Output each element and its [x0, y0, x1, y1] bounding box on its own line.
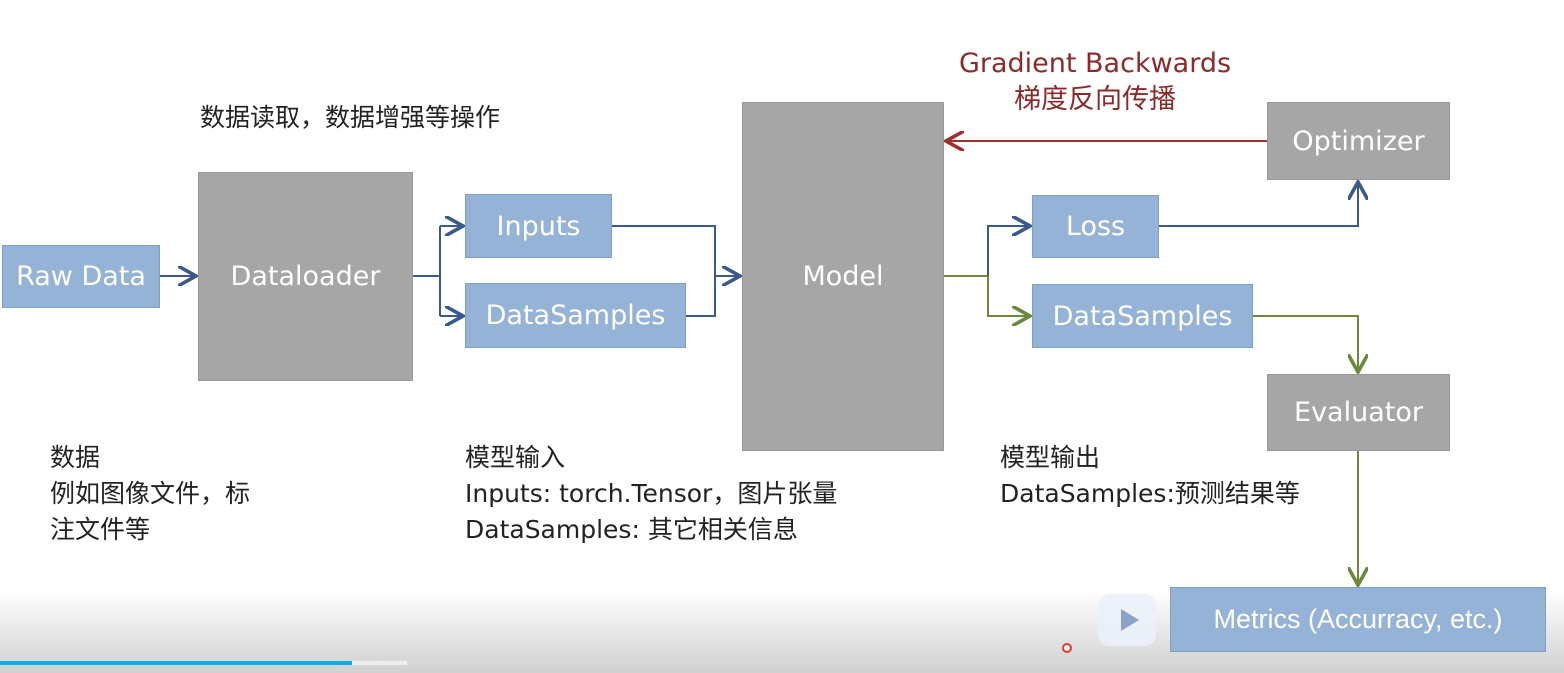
dataloader-box: Dataloader [198, 172, 413, 381]
dataloader-note: 数据读取，数据增强等操作 [200, 103, 501, 132]
gradient-label-en: Gradient Backwards [958, 48, 1232, 79]
datasamples-output-box: DataSamples [1032, 284, 1253, 348]
progress-marker[interactable] [1062, 643, 1072, 653]
data-note: 数据例如图像文件，标注文件等 [50, 443, 251, 544]
play-icon[interactable] [1098, 594, 1156, 646]
progress-bar[interactable] [0, 661, 1564, 665]
metrics-box: Metrics (Accurracy, etc.) [1170, 587, 1546, 652]
evaluator-box: Evaluator [1267, 374, 1450, 451]
loss-box: Loss [1032, 195, 1159, 258]
datasamples-input-box: DataSamples [465, 283, 686, 348]
gradient-label-zh: 梯度反向传播 [1014, 84, 1176, 115]
raw-data-box: Raw Data [2, 245, 160, 308]
played-bar [0, 661, 352, 665]
optimizer-box: Optimizer [1267, 102, 1450, 180]
model-box: Model [742, 102, 944, 451]
inputs-box: Inputs [465, 194, 612, 258]
